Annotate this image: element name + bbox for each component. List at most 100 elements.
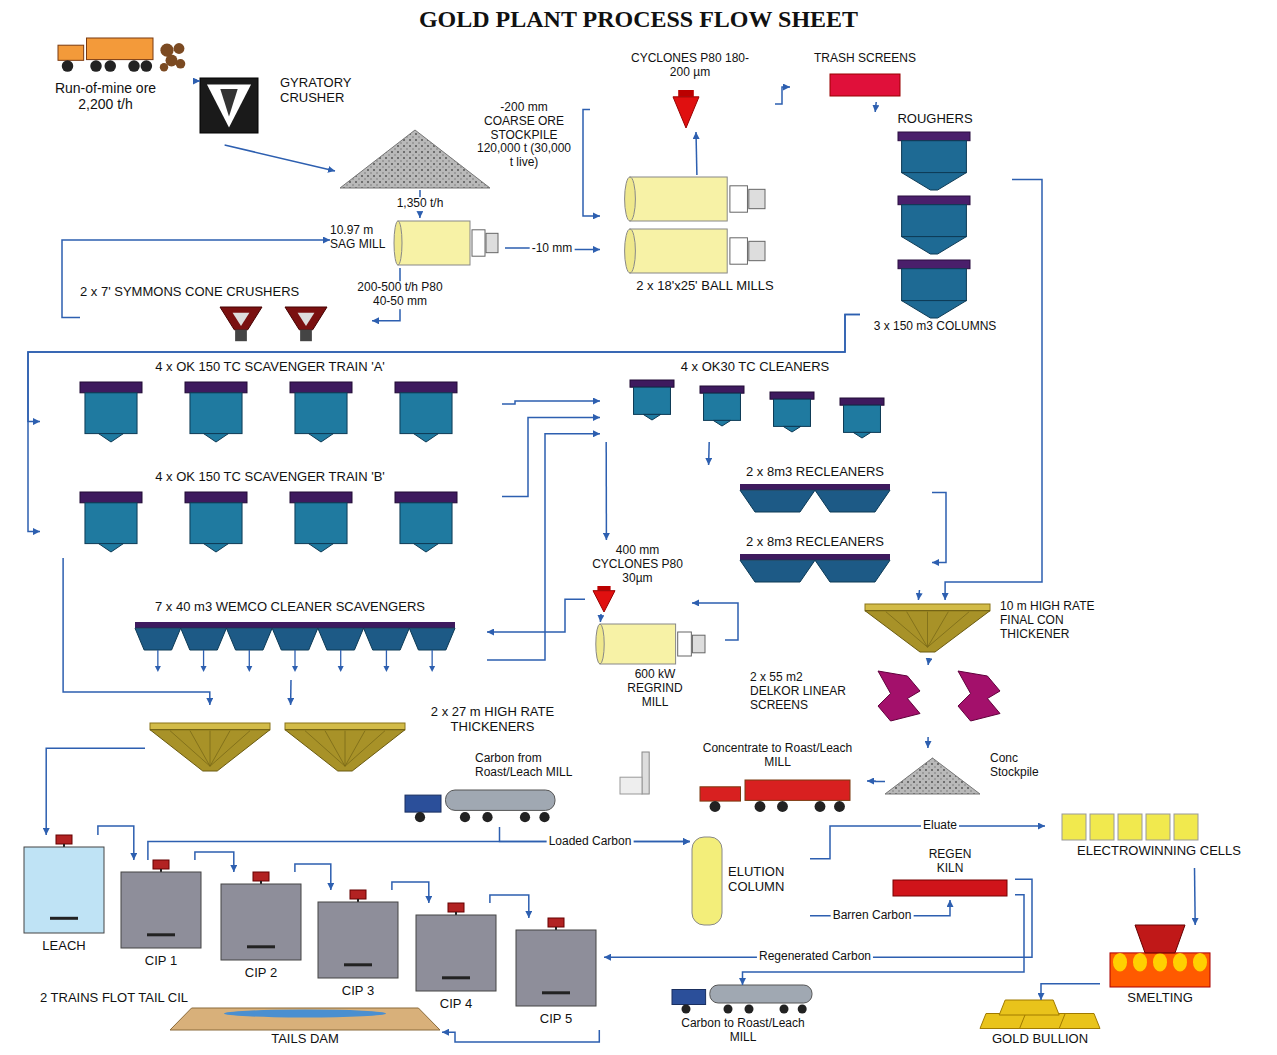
agitator-motor	[448, 903, 464, 912]
flow-line	[692, 603, 738, 640]
flow-line	[193, 80, 200, 81]
truck-wheel	[755, 801, 766, 812]
flow-line	[487, 434, 600, 660]
thickener-rake	[305, 731, 345, 767]
tail-drop	[157, 650, 158, 667]
cell-bottom	[414, 544, 439, 552]
agitator-motor	[153, 860, 169, 869]
thickener-rake	[345, 731, 365, 767]
ore-pile	[885, 758, 980, 794]
trough-cell	[409, 628, 455, 650]
equipment-label: CYCLONES P80 180-200 µm	[630, 52, 750, 80]
flow-line	[932, 493, 946, 563]
flow-line	[945, 180, 1042, 601]
cell-body	[190, 393, 242, 434]
truck-wheel	[141, 60, 153, 72]
truck-wheel	[104, 60, 116, 72]
equipment-label: 2 x 8m3 RECLEANERS	[700, 535, 930, 550]
tail-drop	[431, 650, 432, 667]
cell-body	[190, 503, 242, 544]
thickener-cone	[285, 730, 405, 771]
equipment-node: 2 x 8m3 RECLEANERS	[700, 535, 932, 590]
diagram-title: GOLD PLANT PROCESS FLOW SHEET	[0, 6, 1277, 33]
furnace-fire	[1110, 953, 1210, 987]
equipment-node: 10.97 m SAG MILL	[330, 218, 505, 268]
trough-cell	[318, 628, 364, 650]
equipment-node: Run-of-mine ore 2,200 t/h	[18, 38, 193, 122]
thickener-cone	[150, 730, 270, 771]
tail-drop-head	[155, 666, 161, 672]
equipment-label: 10.97 m SAG MILL	[330, 224, 392, 252]
flow-line	[63, 558, 210, 705]
cell-lid	[630, 380, 674, 387]
tank-body	[121, 872, 201, 948]
truck-wheel	[745, 1005, 754, 1014]
tail-drop-head	[201, 666, 207, 672]
tank-body	[416, 915, 496, 991]
flow-line	[708, 442, 710, 465]
ore-rock	[174, 43, 185, 54]
trough-cell	[815, 490, 890, 512]
thickener-rake	[210, 731, 250, 767]
cell-body	[844, 405, 881, 432]
flow-line	[225, 145, 335, 171]
cell-body	[634, 387, 671, 414]
cyclone-cone	[673, 97, 699, 128]
flow-line	[918, 590, 919, 600]
equipment-label: 3 x 150 m3 COLUMNS	[860, 320, 1010, 334]
equipment-label: GYRATORY CRUSHER	[280, 76, 390, 106]
equipment-node: CIP 3	[312, 890, 406, 1002]
cell-lid	[80, 492, 142, 503]
flow-line	[775, 87, 790, 104]
ew-cell	[1118, 814, 1142, 840]
flow-line	[875, 102, 876, 112]
thickener-rake	[928, 612, 970, 648]
equipment-node: LEACH	[18, 835, 112, 957]
flow-line	[195, 852, 234, 872]
equipment-node: -200 mm COARSE ORE STOCKPILE 120,000 t (…	[335, 95, 575, 190]
cyclone-head	[678, 90, 694, 97]
ore-pile	[340, 130, 490, 188]
equipment-label: 2 x 7' SYMMONS CONE CRUSHERS	[80, 285, 370, 300]
trough-cell	[181, 628, 227, 650]
elution-vessel	[692, 837, 722, 925]
equipment-label: 4 x OK30 TC CLEANERS	[600, 360, 910, 375]
linear-screen	[878, 671, 920, 721]
truck-body	[87, 38, 154, 60]
equipment-label: GOLD BULLION	[955, 1032, 1125, 1047]
truck-wheel	[777, 801, 788, 812]
flow-label: Regenerated Carbon	[757, 950, 873, 964]
mill-gearbox	[472, 230, 485, 256]
mill-drum	[630, 177, 727, 221]
cell-body	[704, 393, 741, 420]
dam-water	[224, 1010, 386, 1018]
cone-crusher-base	[235, 330, 247, 341]
cell-body	[774, 399, 811, 426]
tail-drop-head	[292, 666, 298, 672]
linear-screen	[958, 671, 1000, 721]
flow-line	[490, 895, 529, 918]
trough-cell	[740, 560, 815, 582]
flow-line	[583, 110, 600, 216]
equipment-label: 4 x OK 150 TC SCAVENGER TRAIN 'B'	[40, 470, 500, 485]
tank-body	[318, 902, 398, 978]
kiln-body	[893, 880, 1007, 896]
crusher-mantle	[220, 89, 237, 117]
flow-line	[1194, 868, 1196, 925]
equipment-node: TRASH SCREENS	[790, 52, 942, 102]
flow-line	[442, 1030, 599, 1042]
agitator-impeller	[344, 963, 372, 966]
mill-gearbox	[730, 186, 748, 212]
equipment-label: CIP 3	[312, 984, 404, 999]
thickener-rim	[865, 604, 990, 611]
trough-launder	[135, 622, 455, 628]
equipment-node: 600 kW REGRIND MILL	[585, 622, 725, 712]
column-cone	[902, 237, 967, 254]
trough-launder	[740, 554, 890, 560]
cone-crusher-bowl	[285, 307, 327, 330]
thickener-rake	[325, 731, 345, 767]
flow-line	[695, 132, 697, 175]
flame	[1153, 953, 1167, 972]
equipment-label: 2 x 18'x25' BALL MILLS	[600, 279, 810, 294]
